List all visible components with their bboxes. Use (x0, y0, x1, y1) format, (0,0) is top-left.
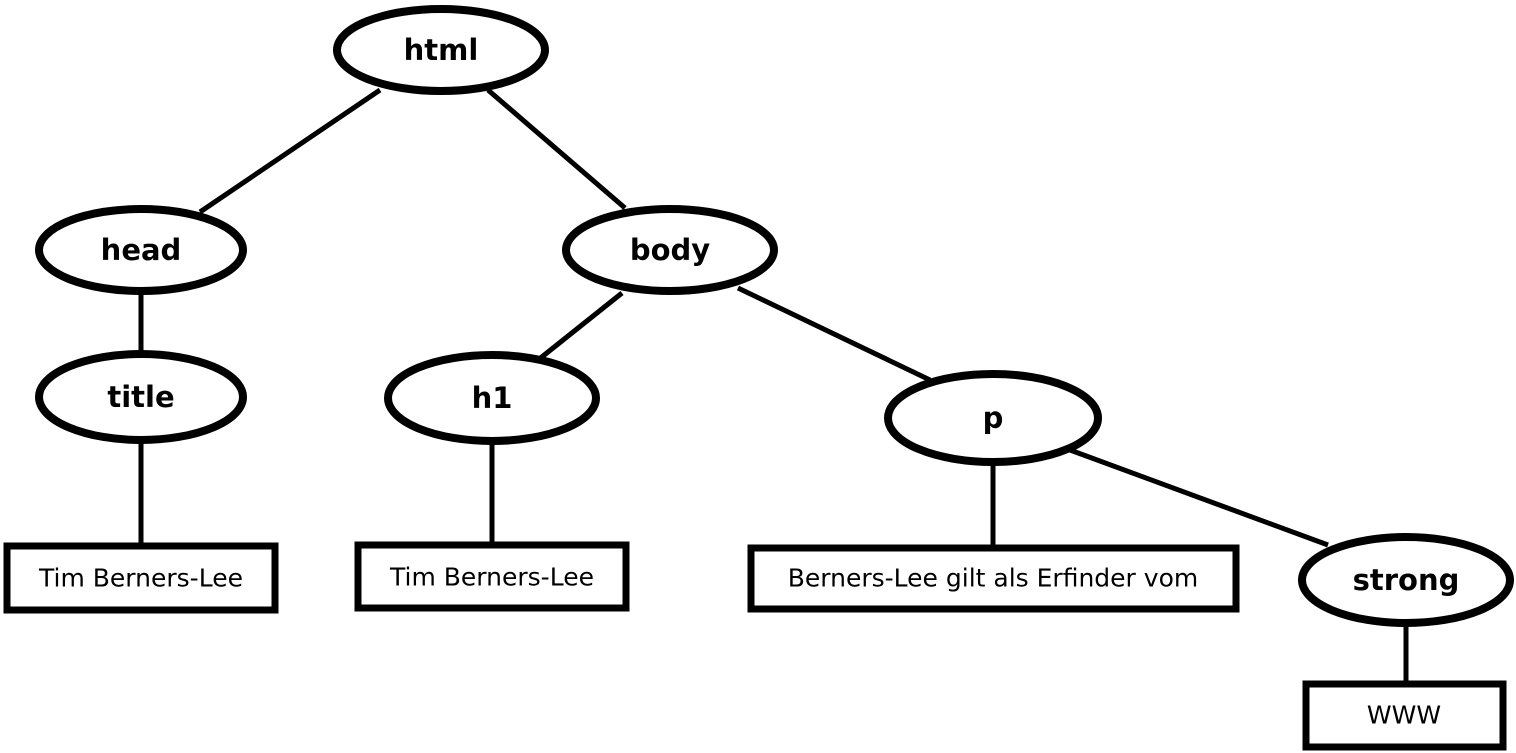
node-h1-ellipse (384, 351, 600, 445)
node-head-label: head (101, 233, 182, 267)
node-p: p (884, 370, 1102, 466)
tree-edges (138, 87, 1409, 683)
node-title: title (35, 350, 247, 444)
edge-html-head (198, 87, 382, 215)
text-node-h1-label: Tim Berners-Lee (389, 563, 594, 592)
text-node-p-label: Berners-Lee gilt als Erfinder vom (788, 564, 1198, 593)
node-title-label: title (107, 380, 174, 414)
node-html-label: html (404, 33, 479, 67)
node-body-label: body (630, 233, 710, 267)
node-html: html (333, 5, 549, 95)
text-node-p: Berners-Lee gilt als Erfinder vom (747, 544, 1240, 613)
node-p-label: p (983, 401, 1004, 435)
edge-p-strong (1069, 447, 1329, 548)
node-title-ellipse (35, 350, 247, 444)
node-body-ellipse (562, 205, 778, 295)
node-h1-label: h1 (472, 381, 513, 415)
text-node-title: Tim Berners-Lee (3, 542, 279, 614)
text-node-h1: Tim Berners-Lee (354, 541, 630, 612)
edge-body-p (736, 285, 932, 383)
node-strong-ellipse (1298, 533, 1514, 627)
edge-body-h1 (536, 291, 624, 362)
text-node-strong: WWW (1302, 680, 1507, 751)
node-p-ellipse (884, 370, 1102, 466)
node-body: body (562, 205, 778, 295)
text-node-strong-label: WWW (1367, 701, 1441, 730)
text-node-title-label: Tim Berners-Lee (38, 564, 243, 593)
node-head-ellipse (35, 205, 247, 295)
node-strong: strong (1298, 533, 1514, 627)
text-node-title-box (3, 542, 279, 614)
node-h1: h1 (384, 351, 600, 445)
node-head: head (35, 205, 247, 295)
text-node-h1-box (354, 541, 630, 612)
edge-html-body (486, 88, 627, 210)
text-node-p-box (747, 544, 1240, 613)
text-node-strong-box (1302, 680, 1507, 751)
node-html-ellipse (333, 5, 549, 95)
node-strong-label: strong (1353, 563, 1460, 597)
